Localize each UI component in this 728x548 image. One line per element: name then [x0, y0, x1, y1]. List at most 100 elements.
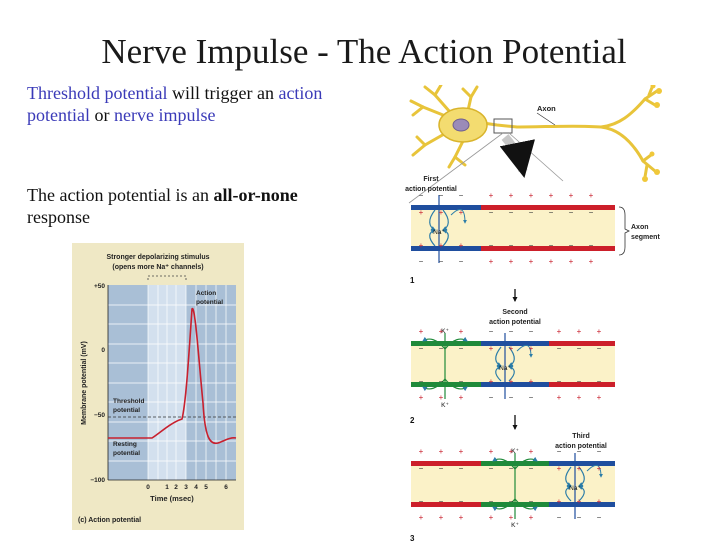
plus-charge: +: [419, 447, 424, 456]
action-potential-propagation-figure: Axon First action potential Axon segment…: [405, 83, 670, 543]
plus-charge: +: [529, 447, 534, 456]
plus-charge: +: [529, 377, 534, 386]
second-action-potential-label: action potential: [489, 319, 541, 326]
plus-charge: +: [509, 377, 514, 386]
minus-charge: −: [509, 208, 514, 217]
minus-charge: −: [589, 208, 594, 217]
minus-charge: −: [439, 497, 444, 506]
plus-charge: +: [489, 513, 494, 522]
all-or-none-text: The action potential is an all-or-none r…: [27, 184, 357, 228]
plus-charge: +: [589, 257, 594, 266]
minus-charge: −: [459, 344, 464, 353]
membrane-potential-curve: [108, 308, 237, 445]
minus-charge: −: [489, 241, 494, 250]
neuron-illustration: [408, 83, 662, 204]
potassium-ion-label: K⁺: [511, 448, 519, 455]
minus-charge: −: [489, 327, 494, 336]
step-1-badge: 1: [410, 276, 415, 285]
minus-charge: −: [439, 344, 444, 353]
minus-charge: −: [419, 497, 424, 506]
minus-charge: −: [549, 241, 554, 250]
minus-charge: −: [439, 464, 444, 473]
threshold-potential-label: potential: [113, 407, 140, 414]
plus-charge: +: [549, 257, 554, 266]
plus-charge: +: [597, 393, 602, 402]
axon-panel-2: [411, 333, 615, 399]
text-fragment: response: [27, 207, 90, 227]
plus-charge: +: [597, 464, 602, 473]
plus-charge: +: [439, 513, 444, 522]
minus-charge: −: [439, 257, 444, 266]
minus-charge: −: [489, 393, 494, 402]
first-action-potential-label: First: [423, 176, 439, 183]
stimulus-label: (opens more Na⁺ channels): [112, 264, 203, 271]
action-potential-label: potential: [196, 299, 223, 306]
axon-segment-label: segment: [631, 234, 660, 241]
plus-charge: +: [439, 447, 444, 456]
plus-charge: +: [577, 393, 582, 402]
third-action-potential-label: action potential: [555, 443, 607, 450]
plus-charge: +: [529, 191, 534, 200]
minus-charge: −: [557, 377, 562, 386]
plus-charge: +: [509, 513, 514, 522]
plus-charge: +: [569, 191, 574, 200]
plus-charge: +: [459, 393, 464, 402]
x-tick-label: 2: [174, 484, 178, 491]
plus-charge: +: [597, 327, 602, 336]
plus-charge: +: [419, 327, 424, 336]
text-fragment: will trigger an: [167, 83, 279, 103]
potassium-ion-label: K⁺: [441, 402, 449, 409]
y-tick-label: +50: [94, 283, 105, 290]
plus-charge: +: [439, 327, 444, 336]
minus-charge: −: [569, 208, 574, 217]
first-action-potential-label: action potential: [405, 186, 457, 193]
minus-charge: −: [529, 497, 534, 506]
plus-charge: +: [557, 464, 562, 473]
step-2-badge: 2: [410, 416, 415, 425]
minus-charge: −: [529, 208, 534, 217]
figure-caption: (c) Action potential: [78, 517, 141, 524]
plus-charge: +: [459, 513, 464, 522]
plus-charge: +: [489, 377, 494, 386]
plus-charge: +: [597, 497, 602, 506]
minus-charge: −: [509, 327, 514, 336]
plus-charge: +: [529, 513, 534, 522]
plus-charge: +: [577, 497, 582, 506]
x-tick-label: 6: [224, 484, 228, 491]
minus-charge: −: [557, 447, 562, 456]
x-ticks: 0 1 2 3 4 5 6: [146, 484, 228, 491]
resting-potential-label: Resting: [113, 441, 137, 448]
y-tick-label: −50: [94, 412, 105, 419]
minus-charge: −: [529, 393, 534, 402]
plus-charge: +: [419, 393, 424, 402]
y-tick-label: 0: [101, 347, 105, 354]
plus-charge: +: [529, 257, 534, 266]
plus-charge: +: [439, 393, 444, 402]
plus-charge: +: [489, 191, 494, 200]
minus-charge: −: [529, 241, 534, 250]
plus-charge: +: [509, 447, 514, 456]
minus-charge: −: [489, 208, 494, 217]
threshold-potential-label: Threshold: [113, 398, 144, 405]
minus-charge: −: [597, 447, 602, 456]
plus-charge: +: [589, 191, 594, 200]
text-fragment: The action potential is an: [27, 185, 214, 205]
plus-charge: +: [439, 241, 444, 250]
minus-charge: −: [509, 497, 514, 506]
sodium-ion-label: Na⁺: [569, 485, 581, 492]
plus-charge: +: [459, 241, 464, 250]
minus-charge: −: [489, 497, 494, 506]
sodium-ion-label: Na⁺: [499, 365, 511, 372]
potassium-ion-label: K⁺: [441, 328, 449, 335]
stimulus-label: Stronger depolarizing stimulus: [106, 254, 209, 261]
plus-charge: +: [557, 497, 562, 506]
axon-label: Axon: [537, 104, 556, 113]
resting-potential-label: potential: [113, 450, 140, 457]
minus-charge: −: [509, 464, 514, 473]
y-ticks: +50 0 −50 −100: [90, 283, 105, 484]
charge-signs: − − + + − − + + − − + + + + − − + + − − + + − − + + − − + + − − + + − − + + − −…: [419, 191, 602, 522]
plus-charge: +: [419, 513, 424, 522]
plus-charge: +: [419, 208, 424, 217]
plus-charge: +: [509, 344, 514, 353]
plus-charge: +: [569, 257, 574, 266]
